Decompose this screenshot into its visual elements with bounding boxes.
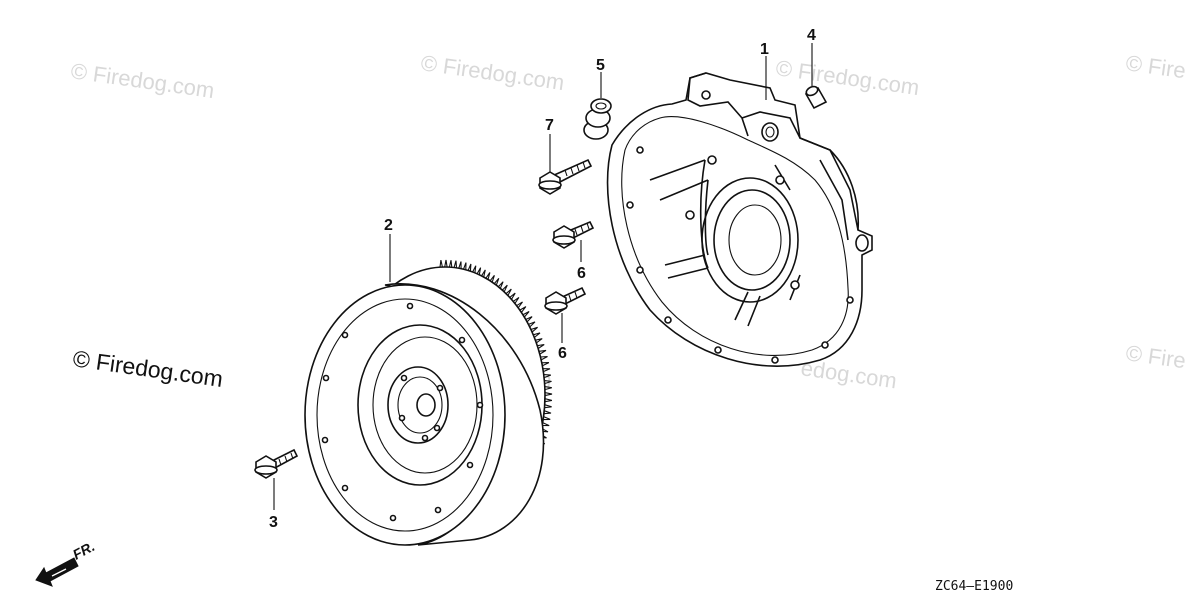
callout-6: 6 (577, 265, 586, 282)
watermark: © Fire (1124, 50, 1187, 83)
long-bolt-part (538, 158, 593, 195)
callout-5: 5 (596, 57, 605, 74)
callout-3: 3 (269, 514, 278, 531)
dowel-pin-part (804, 85, 828, 110)
watermark: © Fire (1124, 340, 1187, 373)
watermark: © Firedog.com (69, 58, 216, 103)
callout-7: 7 (545, 117, 554, 134)
housing-part (606, 72, 873, 367)
diagram-code: ZC64–E1900 (935, 579, 1013, 594)
watermark: © Firedog.com (419, 50, 566, 95)
bolt-part-upper (552, 220, 595, 249)
grommet-part (583, 98, 612, 140)
leader-lines (273, 43, 813, 510)
callout-2: 2 (384, 217, 393, 234)
watermark: © Firedog.com (774, 55, 921, 100)
callout-1: 1 (760, 41, 769, 58)
front-direction-arrow: FR. (35, 538, 97, 587)
watermark-bold: © Firedog.com (71, 345, 224, 392)
callout-4: 4 (807, 27, 816, 44)
callout-6: 6 (558, 345, 567, 362)
flywheel-part (304, 259, 553, 546)
bolt-part-3 (254, 448, 299, 479)
bolt-part-lower (544, 286, 587, 315)
